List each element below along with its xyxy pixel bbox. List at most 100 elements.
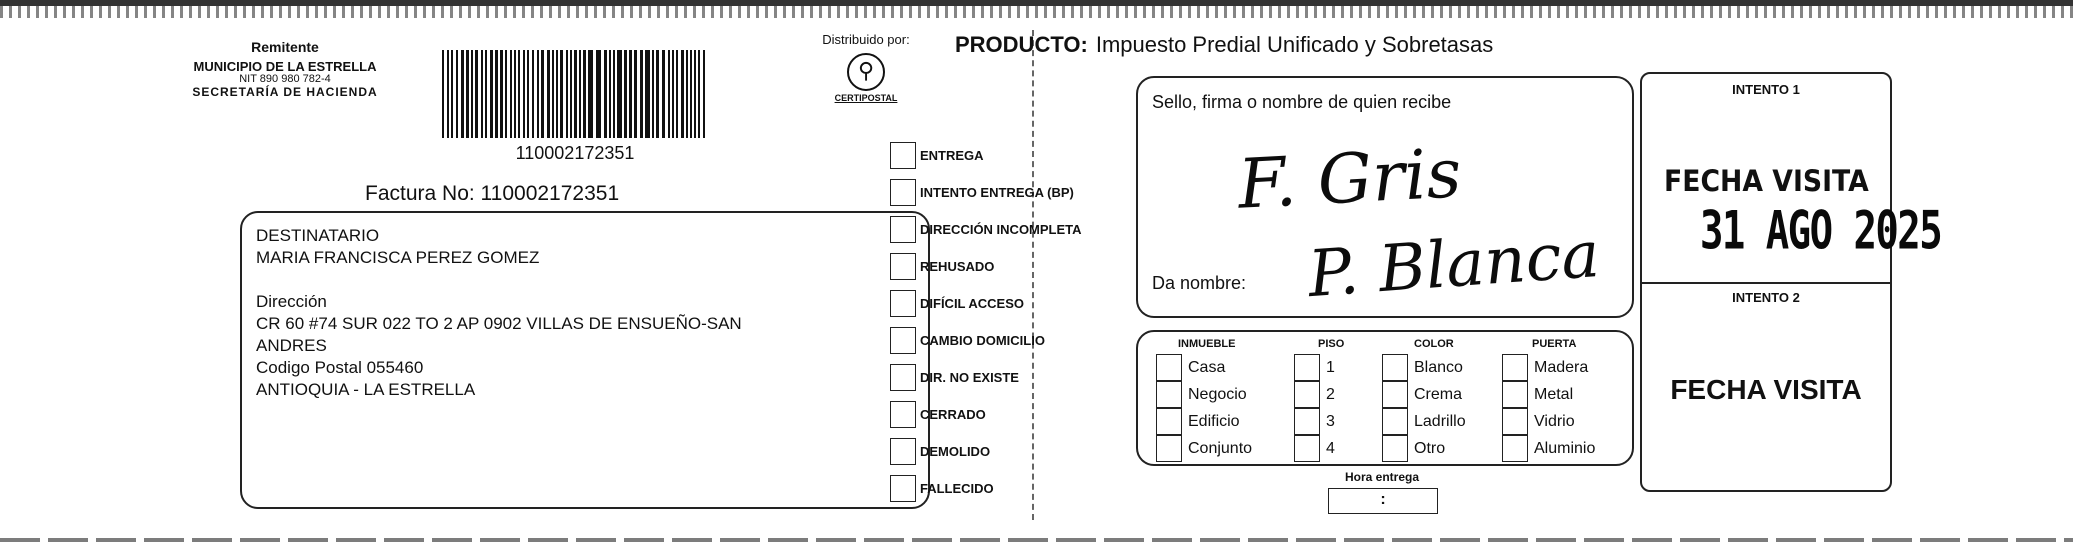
option-piso-4[interactable]: 4 [1294, 435, 1344, 462]
option-metal[interactable]: Metal [1502, 381, 1595, 408]
barcode [442, 50, 705, 138]
option-otro[interactable]: Otro [1382, 435, 1466, 462]
barcode-bar [518, 50, 520, 138]
barcode-bar [583, 50, 586, 138]
checkbox[interactable] [1294, 354, 1320, 381]
checkbox[interactable] [1156, 435, 1182, 462]
barcode-bar [500, 50, 503, 138]
checkbox[interactable] [1502, 381, 1528, 408]
checkbox[interactable] [890, 290, 916, 317]
sender-label: Remitente [251, 39, 319, 55]
barcode-bar [676, 50, 678, 138]
delivery-time-label: Hora entrega [1344, 470, 1420, 484]
checkbox[interactable] [1502, 408, 1528, 435]
status-intento-entrega[interactable]: INTENTO ENTREGA (BP) [890, 179, 1082, 206]
checkbox[interactable] [1156, 354, 1182, 381]
checkbox[interactable] [1502, 435, 1528, 462]
status-rehusado[interactable]: REHUSADO [890, 253, 1082, 280]
barcode-bar [579, 50, 581, 138]
recipient-address: CR 60 #74 SUR 022 TO 2 AP 0902 VILLAS DE… [256, 314, 742, 355]
barcode-bar [456, 50, 458, 138]
barcode-bar [570, 50, 572, 138]
status-cerrado[interactable]: CERRADO [890, 401, 1082, 428]
distributor-label: Distribuido por: [822, 32, 910, 47]
option-casa[interactable]: Casa [1156, 354, 1252, 381]
checkbox[interactable] [1294, 408, 1320, 435]
delivery-time-field[interactable]: : [1328, 488, 1438, 514]
status-entrega[interactable]: ENTREGA [890, 142, 1082, 169]
barcode-bar [552, 50, 554, 138]
barcode-bar [624, 50, 627, 138]
barcode-bar [656, 50, 659, 138]
barcode-bar [690, 50, 692, 138]
option-vidrio[interactable]: Vidrio [1502, 408, 1595, 435]
barcode-bar [447, 50, 449, 138]
barcode-bar [547, 50, 550, 138]
checkbox[interactable] [890, 142, 916, 169]
status-cambio-domicilio[interactable]: CAMBIO DOMICILIO [890, 327, 1082, 354]
recipient-name: MARIA FRANCISCA PEREZ GOMEZ [256, 248, 540, 267]
sender-block: Remitente MUNICIPIO DE LA ESTRELLA NIT 8… [170, 40, 400, 98]
option-aluminio[interactable]: Aluminio [1502, 435, 1595, 462]
attr-inmueble: INMUEBLE Casa Negocio Edificio Conjunto [1156, 338, 1252, 462]
barcode-bar [471, 50, 473, 138]
barcode-bar [510, 50, 512, 138]
status-fallecido[interactable]: FALLECIDO [890, 475, 1082, 502]
sender-nit: NIT 890 980 782-4 [239, 73, 331, 85]
barcode-bar [681, 50, 684, 138]
option-piso-1[interactable]: 1 [1294, 354, 1344, 381]
option-negocio[interactable]: Negocio [1156, 381, 1252, 408]
barcode-bar [645, 50, 650, 138]
checkbox[interactable] [890, 253, 916, 280]
option-madera[interactable]: Madera [1502, 354, 1595, 381]
status-demolido[interactable]: DEMOLIDO [890, 438, 1082, 465]
address-label: Dirección [256, 292, 327, 311]
recipient-label: DESTINATARIO [256, 226, 380, 245]
checkbox[interactable] [1156, 408, 1182, 435]
barcode-number: 110002172351 [515, 143, 635, 163]
status-dificil-acceso[interactable]: DIFÍCIL ACCESO [890, 290, 1082, 317]
attr-piso: PISO 1 2 3 4 [1294, 338, 1344, 462]
barcode-bar [485, 50, 487, 138]
checkbox[interactable] [890, 475, 916, 502]
checkbox[interactable] [1382, 435, 1408, 462]
barcode-bar [609, 50, 611, 138]
scan-edge-top [0, 0, 2073, 6]
option-edificio[interactable]: Edificio [1156, 408, 1252, 435]
recipient-region: ANTIOQUIA - LA ESTRELLA [256, 380, 476, 399]
barcode-bar [652, 50, 654, 138]
checkbox[interactable] [1382, 408, 1408, 435]
barcode-bar [668, 50, 670, 138]
checkbox[interactable] [890, 327, 916, 354]
checkbox[interactable] [1502, 354, 1528, 381]
checkbox[interactable] [1294, 381, 1320, 408]
option-conjunto[interactable]: Conjunto [1156, 435, 1252, 462]
barcode-bar [537, 50, 539, 138]
status-dir-no-existe[interactable]: DIR. NO EXISTE [890, 364, 1082, 391]
barcode-bar [481, 50, 483, 138]
checkbox[interactable] [1294, 435, 1320, 462]
checkbox[interactable] [890, 179, 916, 206]
checkbox[interactable] [890, 438, 916, 465]
option-piso-3[interactable]: 3 [1294, 408, 1344, 435]
option-piso-2[interactable]: 2 [1294, 381, 1344, 408]
option-blanco[interactable]: Blanco [1382, 354, 1466, 381]
checkbox[interactable] [890, 216, 916, 243]
product-label: PRODUCTO: [955, 32, 1088, 57]
recipient-postal-code: Codigo Postal 055460 [256, 358, 424, 377]
option-ladrillo[interactable]: Ladrillo [1382, 408, 1466, 435]
handwritten-signature-2: P. Blanca [1305, 217, 1602, 313]
receipt-title: Sello, firma o nombre de quien recibe [1152, 92, 1452, 112]
option-crema[interactable]: Crema [1382, 381, 1466, 408]
delivery-status-list: ENTREGA INTENTO ENTREGA (BP) DIRECCIÓN I… [890, 142, 1082, 512]
barcode-bar [514, 50, 516, 138]
checkbox[interactable] [890, 364, 916, 391]
certipostal-logo-icon: ⚲ [847, 53, 885, 91]
checkbox[interactable] [1382, 381, 1408, 408]
barcode-bar [490, 50, 493, 138]
barcode-bar [495, 50, 498, 138]
checkbox[interactable] [1156, 381, 1182, 408]
status-direccion-incompleta[interactable]: DIRECCIÓN INCOMPLETA [890, 216, 1082, 243]
checkbox[interactable] [1382, 354, 1408, 381]
checkbox[interactable] [890, 401, 916, 428]
